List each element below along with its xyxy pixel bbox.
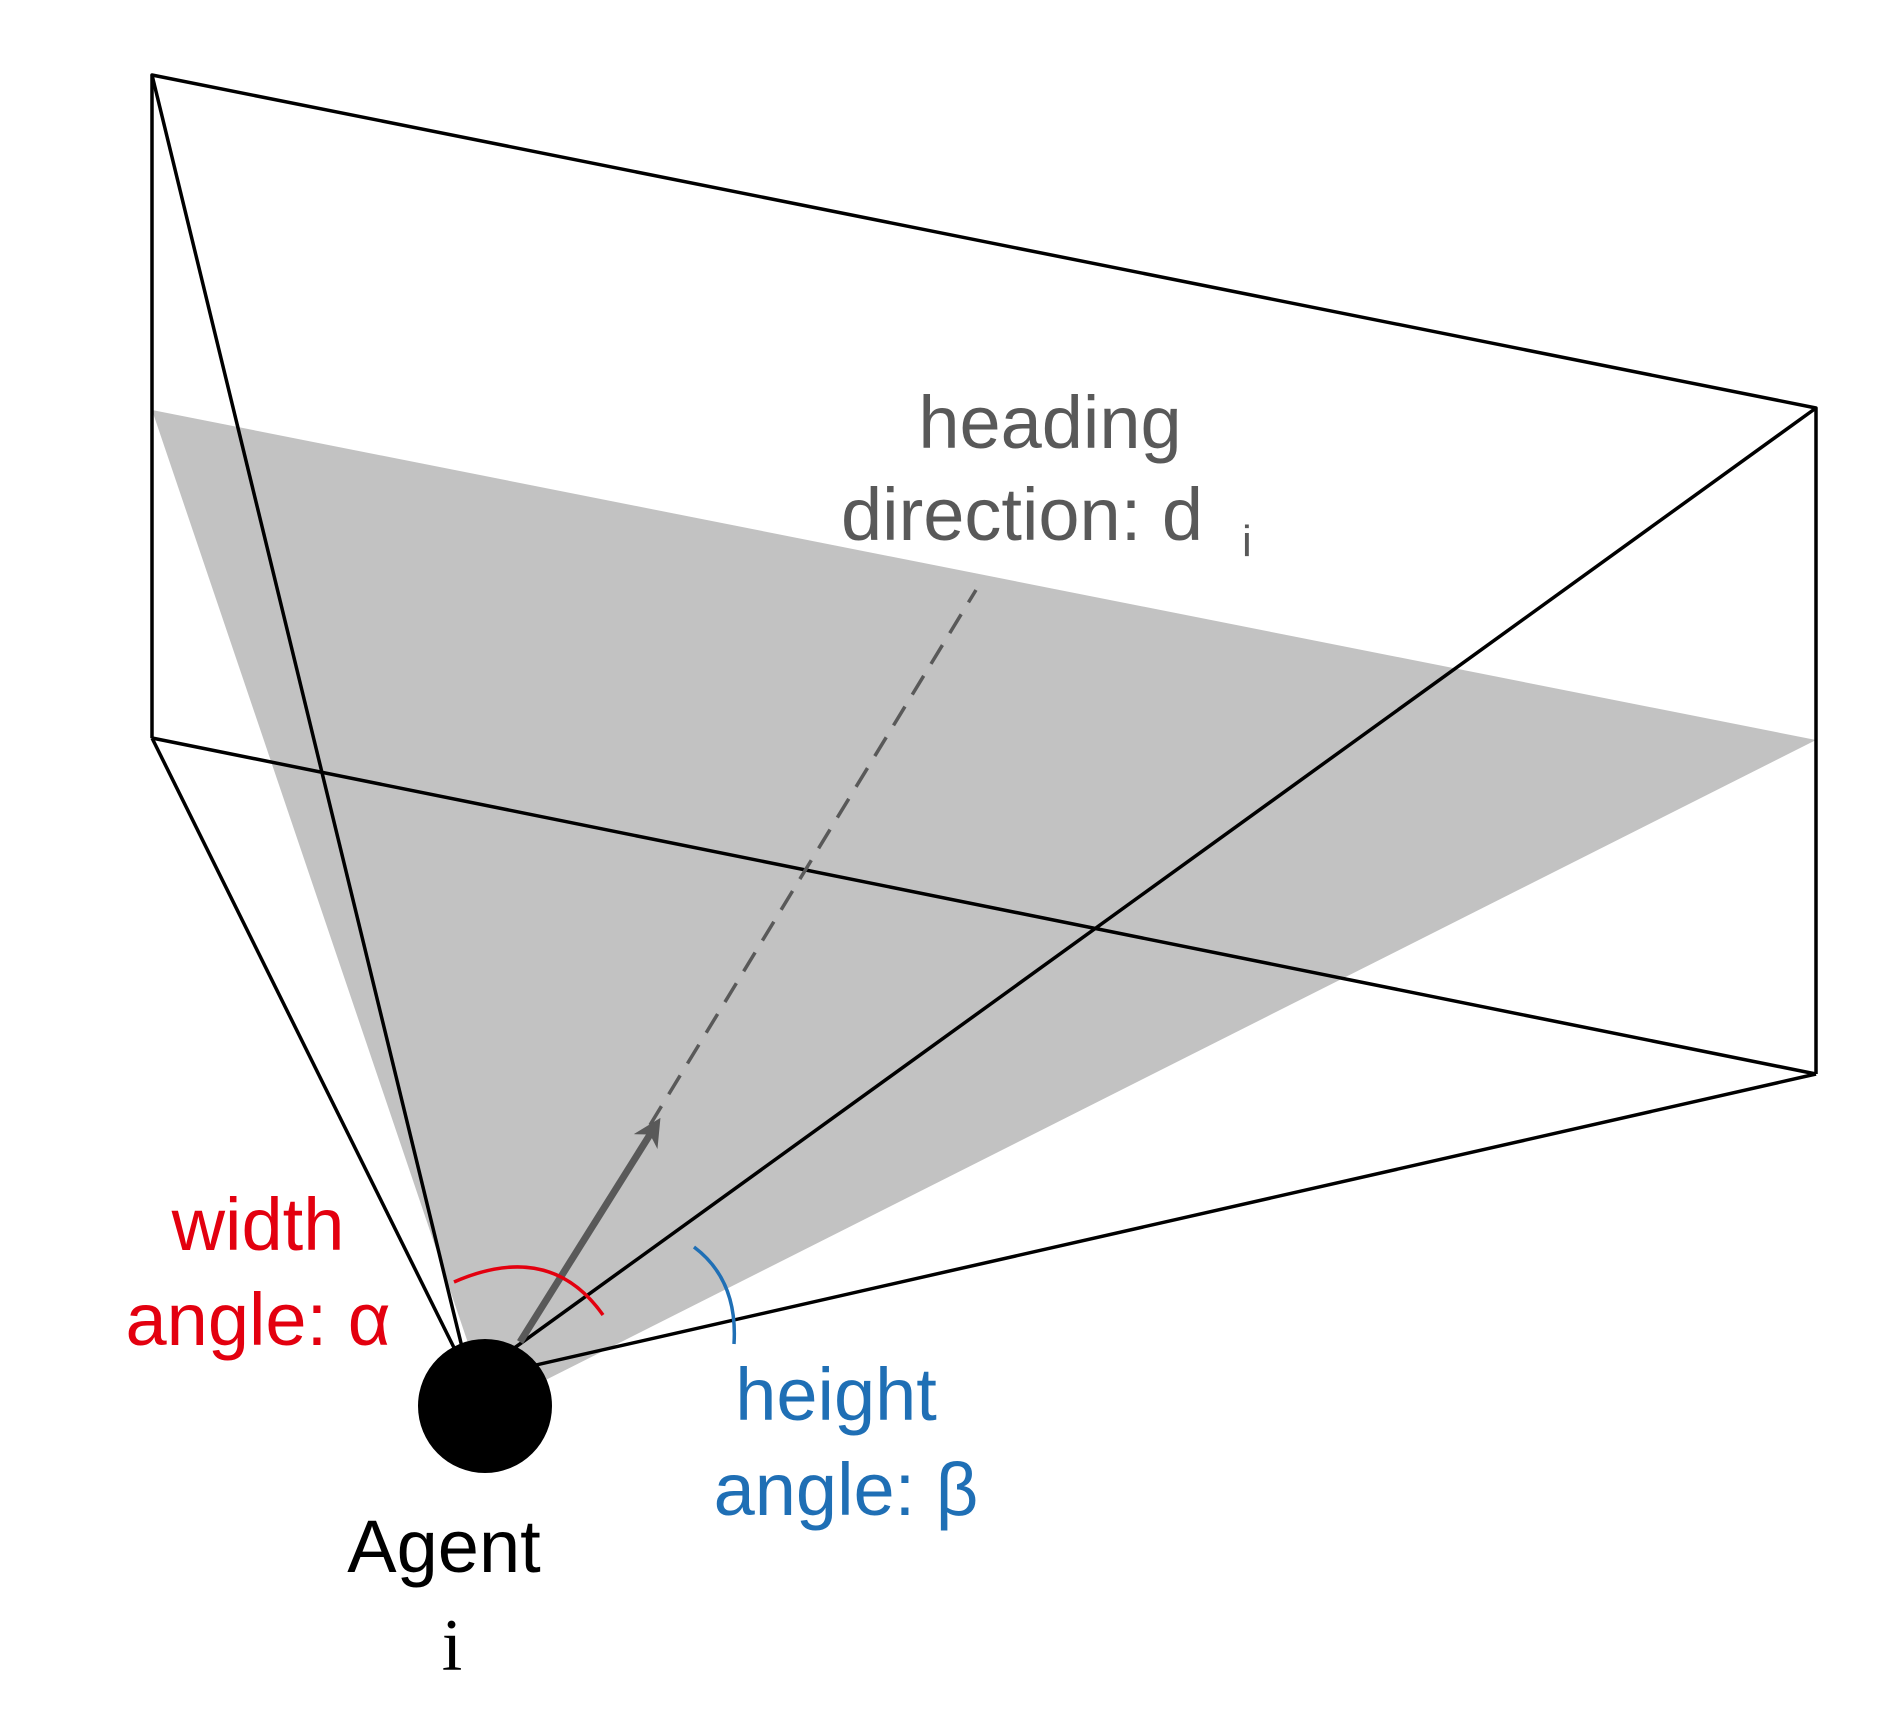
- field-of-view-plane: [152, 410, 1816, 1408]
- far-face-outline: [150, 73, 1818, 1074]
- far-face-bottom-edge: [151, 736, 1817, 1076]
- heading-direction-arrow: [517, 1117, 661, 1344]
- heading-label-line2: direction: d: [841, 473, 1203, 556]
- heading-label-line1: heading: [918, 381, 1181, 464]
- height-angle-label-line1: height: [735, 1353, 937, 1436]
- edge-to-bottom-right: [469, 1072, 1817, 1382]
- heading-label-subscript: i: [1242, 517, 1252, 566]
- edge-to-top-right: [468, 406, 1818, 1382]
- agent-marker: [418, 1339, 552, 1473]
- heading-direction-dashed-line: [648, 589, 978, 1126]
- edge-to-bottom-left: [150, 737, 472, 1381]
- agent-label-line2: i: [442, 1605, 463, 1687]
- agent-label-line1: Agent: [347, 1505, 541, 1588]
- height-angle-arc: [692, 1245, 737, 1345]
- width-angle-arc: [453, 1265, 605, 1317]
- width-angle-label-line2: angle: α: [126, 1278, 391, 1361]
- width-angle-label-line1: width: [171, 1183, 345, 1266]
- height-angle-label-line2: angle: β: [714, 1448, 979, 1531]
- edge-to-top-left: [150, 74, 472, 1381]
- view-frustum: [150, 73, 1818, 1382]
